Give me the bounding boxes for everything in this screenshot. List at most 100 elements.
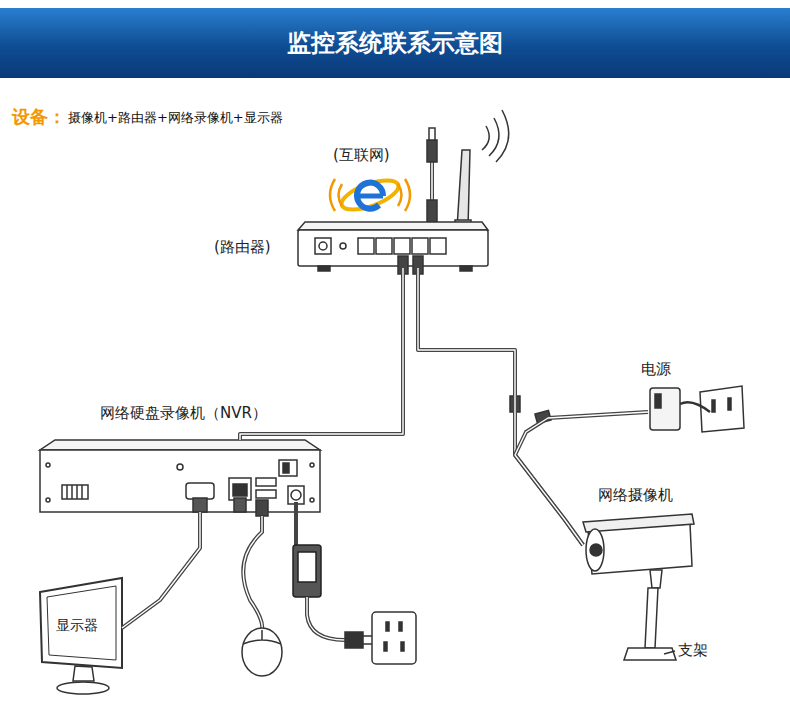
router-drawing xyxy=(427,140,437,162)
nvr-drawing xyxy=(283,463,289,473)
router-drawing xyxy=(315,238,331,254)
internet-node: (互联网) xyxy=(338,172,402,218)
nvr-drawing xyxy=(186,483,214,499)
router-drawing xyxy=(430,238,446,254)
nvr-drawing xyxy=(234,498,246,512)
cable-connector xyxy=(515,412,648,545)
mouse-drawing xyxy=(242,500,282,676)
router-drawing xyxy=(431,160,433,200)
nvr-power-adapter xyxy=(293,502,416,664)
nvr-power-adapter xyxy=(345,632,363,648)
camera-drawing xyxy=(650,570,662,588)
nvr-power-adapter xyxy=(307,597,345,640)
device-label: (互联网) xyxy=(333,146,390,165)
diagram-title: 监控系统联系示意图 xyxy=(0,8,790,78)
camera-drawing xyxy=(664,651,675,654)
nvr-power-adapter xyxy=(298,552,316,582)
nvr-power-adapter xyxy=(401,642,404,651)
power-supply-drawing xyxy=(510,386,744,432)
nvr-drawing xyxy=(310,463,314,467)
equipment-heading: 设备： xyxy=(12,106,66,129)
power-supply-drawing xyxy=(712,400,715,412)
cable-connector xyxy=(515,412,648,545)
nvr-drawing xyxy=(233,484,247,496)
cable-connector xyxy=(122,512,200,628)
mouse-drawing xyxy=(242,628,282,676)
power-node: 电源 xyxy=(648,386,682,432)
router-drawing xyxy=(427,200,437,222)
internet-icon xyxy=(330,174,410,215)
nvr-power-adapter xyxy=(363,636,372,644)
internet-icon xyxy=(330,179,335,211)
monitor-node: 显示器 xyxy=(40,578,122,670)
nvr-power-adapter xyxy=(386,622,389,631)
power-supply-drawing xyxy=(680,402,710,412)
internet-icon xyxy=(338,174,402,215)
mouse-drawing xyxy=(243,516,262,630)
nvr-drawing xyxy=(40,450,320,512)
router-drawing xyxy=(489,118,499,156)
device-label: 网络摄像机 xyxy=(598,486,673,505)
router-drawing xyxy=(460,266,472,271)
power-supply-drawing xyxy=(728,398,731,410)
monitor-drawing xyxy=(40,578,122,668)
nvr-drawing xyxy=(177,464,183,470)
internet-icon xyxy=(398,184,402,206)
camera-drawing xyxy=(583,514,694,660)
nvr-drawing xyxy=(288,486,304,504)
nvr-drawing xyxy=(291,490,301,500)
camera-drawing xyxy=(590,544,602,556)
router-node: (路由器) xyxy=(298,222,488,268)
router-drawing xyxy=(319,242,327,250)
router-drawing xyxy=(394,238,410,254)
router-drawing xyxy=(358,238,374,254)
router-drawing xyxy=(298,110,509,274)
device-label: 电源 xyxy=(641,360,671,379)
router-drawing xyxy=(457,150,470,228)
device-label: 显示器 xyxy=(56,617,98,635)
nvr-drawing xyxy=(46,463,50,467)
router-drawing xyxy=(412,238,428,254)
nvr-node: 网络硬盘录像机（NVR） xyxy=(40,440,320,512)
router-drawing xyxy=(430,160,434,200)
nvr-power-adapter xyxy=(293,545,321,597)
nvr-power-adapter xyxy=(384,642,387,651)
router-drawing xyxy=(496,110,509,162)
power-supply-drawing xyxy=(650,388,680,430)
monitor-drawing xyxy=(73,666,94,681)
router-drawing xyxy=(318,266,330,271)
internet-icon xyxy=(339,184,343,206)
nvr-drawing xyxy=(256,490,276,498)
title-banner: 监控系统联系示意图 xyxy=(0,8,790,78)
cable-connector xyxy=(122,512,200,628)
internet-icon xyxy=(357,183,383,209)
nvr-power-adapter xyxy=(372,612,416,664)
nvr-drawing xyxy=(62,485,88,499)
nvr-drawing xyxy=(229,478,251,500)
camera-node: 网络摄像机 xyxy=(583,514,694,576)
cable-connector xyxy=(122,512,200,628)
nvr-drawing xyxy=(46,498,50,502)
nvr-power-adapter xyxy=(294,502,298,545)
router-drawing xyxy=(340,243,346,249)
mouse-drawing xyxy=(243,516,262,630)
equipment-list: 摄像机+路由器+网络录像机+显示器 xyxy=(68,110,283,126)
monitor-drawing xyxy=(47,586,116,660)
camera-drawing xyxy=(583,514,694,532)
device-label: (路由器) xyxy=(214,238,271,257)
nvr-drawing xyxy=(256,478,276,486)
part-name: 支架 xyxy=(678,641,708,660)
nvr-drawing xyxy=(193,498,207,512)
cable-connector xyxy=(418,268,583,545)
nvr-power-adapter xyxy=(399,622,402,631)
router-drawing xyxy=(429,128,435,140)
camera-drawing xyxy=(645,588,658,648)
mouse-drawing xyxy=(256,500,268,516)
router-drawing xyxy=(376,238,392,254)
router-drawing xyxy=(298,222,488,230)
nvr-drawing xyxy=(279,460,297,476)
cable-connector xyxy=(418,268,583,545)
nvr-drawing xyxy=(310,498,314,502)
